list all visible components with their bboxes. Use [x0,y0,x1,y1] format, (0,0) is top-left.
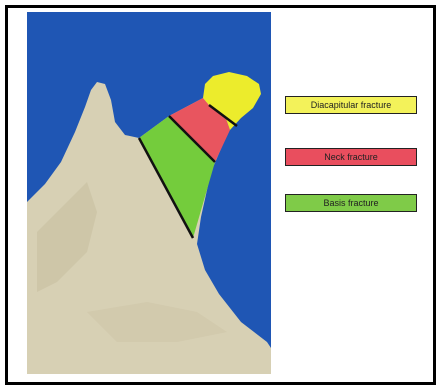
legend-diacapitular-fracture: Diacapitular fracture [285,96,417,114]
mandible-condyle-illustration [27,12,271,374]
legend-neck-fracture: Neck fracture [285,148,417,166]
anatomy-image [27,12,271,374]
legend-basis-fracture: Basis fracture [285,194,417,212]
